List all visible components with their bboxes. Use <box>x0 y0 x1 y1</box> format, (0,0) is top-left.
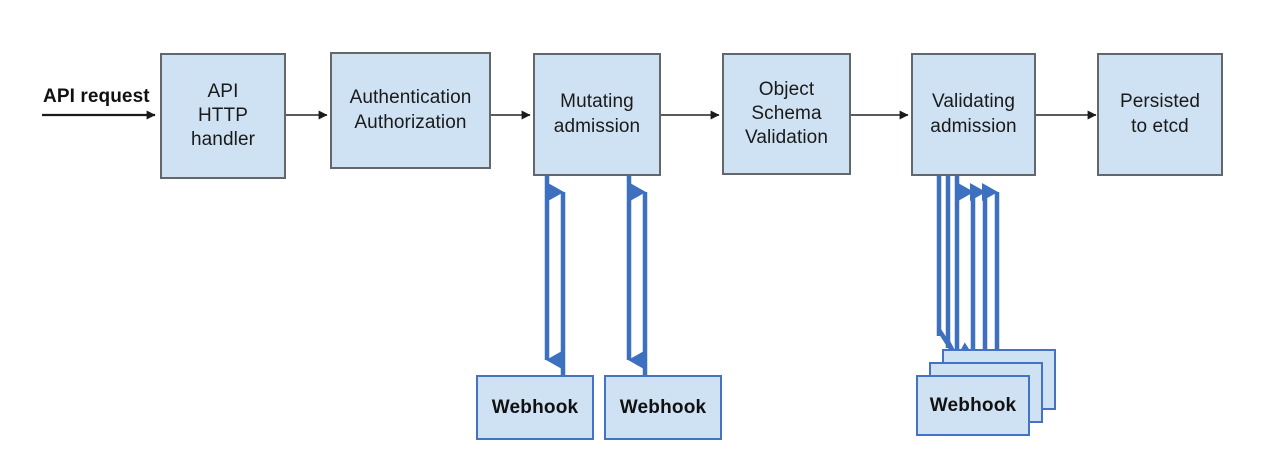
node-persisted-to-etcd[interactable]: Persisted to etcd <box>1097 53 1223 176</box>
webhook-box-validating-stack-front-label: Webhook <box>929 394 1017 416</box>
node-mutating-admission[interactable]: Mutating admission <box>533 53 661 176</box>
node-authentication-authorization[interactable]: Authentication Authorization <box>330 52 491 169</box>
node-api-http-handler[interactable]: API HTTP handler <box>160 53 286 179</box>
node-object-schema-validation[interactable]: Object Schema Validation <box>722 53 851 175</box>
webhook-box-mutating-1-label: Webhook <box>491 396 579 418</box>
node-authentication-authorization-label: Authentication Authorization <box>349 87 472 133</box>
api-request-label: API request <box>43 86 150 107</box>
node-validating-admission-label: Validating admission <box>930 91 1017 137</box>
webhook-box-mutating-2[interactable]: Webhook <box>604 375 722 440</box>
webhook-box-mutating-1[interactable]: Webhook <box>476 375 594 440</box>
node-persisted-to-etcd-label: Persisted to etcd <box>1119 91 1201 137</box>
webhook-box-validating-stack-front[interactable]: Webhook <box>916 375 1030 436</box>
node-validating-admission[interactable]: Validating admission <box>911 53 1036 176</box>
webhook-box-mutating-2-label: Webhook <box>619 396 707 418</box>
validating-webhook-call-down-3 <box>954 176 985 382</box>
node-api-http-handler-label: API HTTP handler <box>190 80 256 151</box>
node-mutating-admission-label: Mutating admission <box>553 91 641 137</box>
node-object-schema-validation-label: Object Schema Validation <box>744 78 829 149</box>
